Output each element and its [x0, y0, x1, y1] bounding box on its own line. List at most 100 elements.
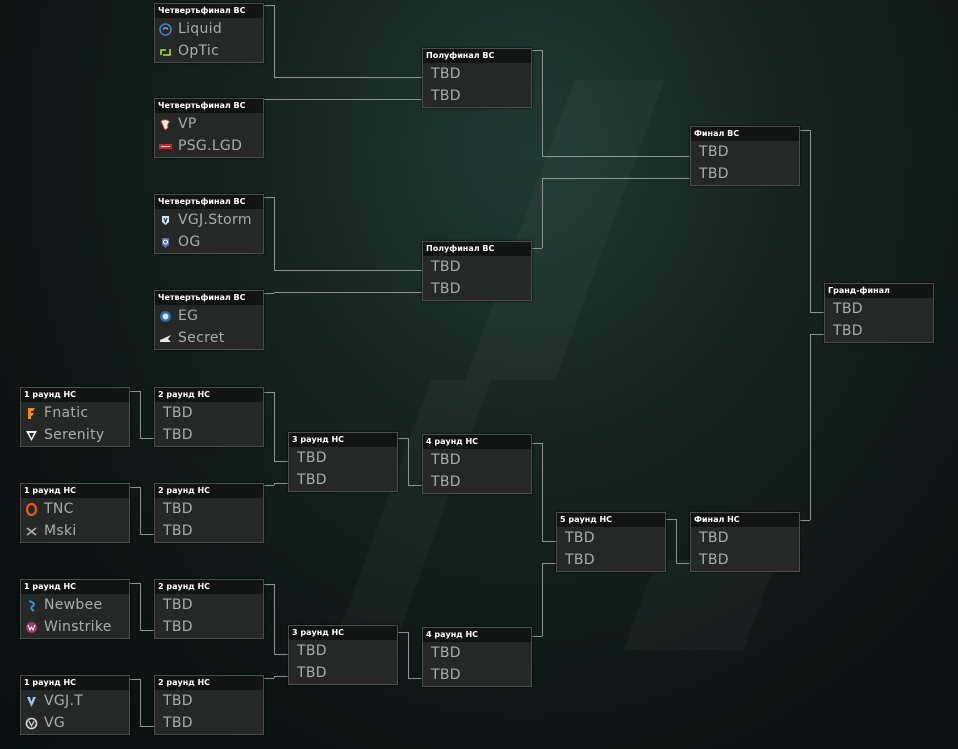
connector-line	[542, 156, 690, 157]
team-name: TBD	[431, 474, 461, 490]
background-shape	[329, 380, 491, 660]
team-row[interactable]: TNC	[21, 498, 129, 520]
team-row[interactable]: Newbee	[21, 594, 129, 616]
lower-round3-match-1[interactable]: 3 раунд НС TBD TBD	[288, 432, 398, 492]
fnatic-logo-icon	[25, 407, 38, 420]
upper-quarterfinal-2[interactable]: Четвертьфинал ВС VP PSG.LGD	[154, 98, 264, 158]
team-row[interactable]: TBD	[155, 520, 263, 542]
team-row[interactable]: TBD	[423, 664, 531, 686]
connector-line	[408, 485, 422, 486]
team-row[interactable]: Liquid	[155, 18, 263, 40]
team-row[interactable]: OG	[155, 231, 263, 253]
connector-line	[140, 679, 141, 726]
team-row[interactable]: TBD	[557, 549, 665, 571]
team-row[interactable]: TBD	[423, 63, 531, 85]
team-row[interactable]: TBD	[155, 402, 263, 424]
connector-line	[810, 334, 811, 520]
team-row[interactable]: Serenity	[21, 424, 129, 446]
team-row[interactable]: TBD	[289, 640, 397, 662]
team-row[interactable]: VGJ.T	[21, 690, 129, 712]
team-row[interactable]: Secret	[155, 327, 263, 349]
team-row[interactable]: Mski	[21, 520, 129, 542]
match-title: 2 раунд НС	[155, 676, 263, 690]
connector-line	[274, 5, 275, 77]
winstrike-logo-icon	[25, 621, 38, 634]
upper-semifinal-1[interactable]: Полуфинал ВС TBD TBD	[422, 48, 532, 108]
team-row[interactable]: TBD	[825, 320, 933, 342]
lower-round1-match-3[interactable]: 1 раунд НС Newbee Winstrike	[20, 579, 130, 639]
match-title: Четвертьфинал ВС	[155, 291, 263, 305]
team-name: TNC	[44, 501, 74, 517]
team-name: Secret	[178, 330, 225, 346]
team-row[interactable]: TBD	[423, 449, 531, 471]
team-name: TBD	[431, 452, 461, 468]
connector-line	[408, 678, 422, 679]
team-name: TBD	[699, 166, 729, 182]
connector-line	[140, 534, 154, 535]
team-row[interactable]: TBD	[155, 616, 263, 638]
upper-final[interactable]: Финал ВС TBD TBD	[690, 126, 800, 186]
connector-line	[676, 563, 690, 564]
team-row[interactable]: PSG.LGD	[155, 135, 263, 157]
connector-line	[530, 443, 542, 444]
team-row[interactable]: TBD	[289, 447, 397, 469]
upper-quarterfinal-4[interactable]: Четвертьфинал ВС EG Secret	[154, 290, 264, 350]
team-row[interactable]: TBD	[155, 712, 263, 734]
team-row[interactable]: VG	[21, 712, 129, 734]
upper-quarterfinal-3[interactable]: Четвертьфинал ВС VGJ.Storm OG	[154, 194, 264, 254]
team-row[interactable]: TBD	[691, 141, 799, 163]
lower-round4-match-2[interactable]: 4 раунд НС TBD TBD	[422, 627, 532, 687]
lower-round1-match-2[interactable]: 1 раунд НС TNC Mski	[20, 483, 130, 543]
lower-round3-match-2[interactable]: 3 раунд НС TBD TBD	[288, 625, 398, 685]
lower-round1-match-4[interactable]: 1 раунд НС VGJ.T VG	[20, 675, 130, 735]
mski-logo-icon	[25, 525, 38, 538]
team-name: PSG.LGD	[178, 138, 243, 154]
lower-round2-match-4[interactable]: 2 раунд НС TBD TBD	[154, 675, 264, 735]
lower-final[interactable]: Финал НС TBD TBD	[690, 512, 800, 572]
team-row[interactable]: TBD	[691, 549, 799, 571]
team-row[interactable]: OpTic	[155, 40, 263, 62]
team-row[interactable]: TBD	[155, 498, 263, 520]
team-row[interactable]: TBD	[155, 690, 263, 712]
team-row[interactable]: TBD	[825, 298, 933, 320]
team-row[interactable]: TBD	[423, 85, 531, 107]
lower-round1-match-1[interactable]: 1 раунд НС Fnatic Serenity	[20, 387, 130, 447]
team-row[interactable]: TBD	[423, 256, 531, 278]
team-name: VP	[178, 116, 197, 132]
connector-line	[542, 50, 543, 156]
team-row[interactable]: TBD	[155, 424, 263, 446]
lower-round2-match-3[interactable]: 2 раунд НС TBD TBD	[154, 579, 264, 639]
team-row[interactable]: Winstrike	[21, 616, 129, 638]
team-row[interactable]: EG	[155, 305, 263, 327]
grand-final[interactable]: Гранд-финал TBD TBD	[824, 283, 934, 343]
team-row[interactable]: TBD	[691, 527, 799, 549]
team-row[interactable]: TBD	[289, 469, 397, 491]
team-row[interactable]: VGJ.Storm	[155, 209, 263, 231]
match-title: 1 раунд НС	[21, 484, 129, 498]
team-row[interactable]: TBD	[155, 594, 263, 616]
team-row[interactable]: Fnatic	[21, 402, 129, 424]
team-row[interactable]: TBD	[423, 642, 531, 664]
connector-line	[262, 485, 274, 486]
connector-line	[128, 487, 140, 488]
lower-round2-match-1[interactable]: 2 раунд НС TBD TBD	[154, 387, 264, 447]
team-row[interactable]: TBD	[423, 278, 531, 300]
team-row[interactable]: VP	[155, 113, 263, 135]
team-name: TBD	[297, 450, 327, 466]
team-row[interactable]: TBD	[557, 527, 665, 549]
upper-quarterfinal-1[interactable]: Четвертьфинал ВС Liquid OpTic	[154, 3, 264, 63]
match-title: 3 раунд НС	[289, 433, 397, 447]
lower-round4-match-1[interactable]: 4 раунд НС TBD TBD	[422, 434, 532, 494]
lower-round2-match-2[interactable]: 2 раунд НС TBD TBD	[154, 483, 264, 543]
upper-semifinal-2[interactable]: Полуфинал ВС TBD TBD	[422, 241, 532, 301]
match-title: 4 раунд НС	[423, 628, 531, 642]
connector-line	[542, 443, 543, 541]
team-row[interactable]: TBD	[691, 163, 799, 185]
liquid-logo-icon	[159, 22, 172, 36]
team-row[interactable]: TBD	[289, 662, 397, 684]
team-row[interactable]: TBD	[423, 471, 531, 493]
lower-round5-match[interactable]: 5 раунд НС TBD TBD	[556, 512, 666, 572]
connector-line	[810, 312, 824, 313]
team-name: TBD	[431, 66, 461, 82]
og-logo-icon	[159, 236, 172, 249]
